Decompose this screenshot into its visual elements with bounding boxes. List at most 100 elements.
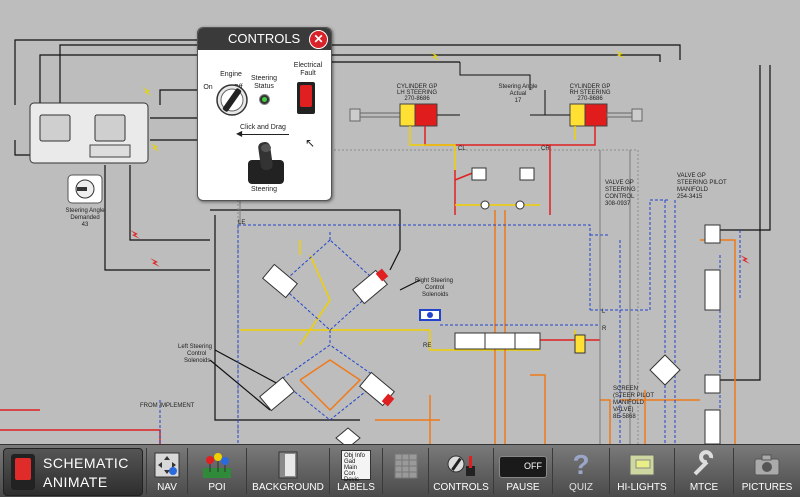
- pause-icon: OFF: [499, 456, 547, 478]
- quiz-button[interactable]: ? QUIZ: [552, 448, 609, 494]
- right-steering-solenoid-bottom: [359, 371, 395, 407]
- right-steering-solenoid-top: [352, 268, 389, 305]
- valve-control-l1: VALVE GP: [605, 180, 634, 186]
- engine-on-label: On: [203, 84, 213, 91]
- cyl-rh-l3: 270-8686: [577, 96, 603, 102]
- cyl-lh-l3: 270-8686: [404, 96, 430, 102]
- labels-button[interactable]: Obj Info Gad Main Con Devic LABELS: [329, 448, 382, 494]
- cyl-rh-l2: RH STEERING: [569, 90, 610, 96]
- electrical-fault-label-1: Electrical: [293, 62, 323, 69]
- drag-arrow-icon: [239, 134, 289, 135]
- steering-status-label-1: Steering: [250, 75, 278, 82]
- angle-demanded-l1: Steering Angle: [65, 208, 105, 214]
- controls-button[interactable]: CONTROLS: [428, 448, 493, 494]
- click-and-drag-label: Click and Drag: [240, 124, 286, 131]
- mtce-button[interactable]: MTCE: [674, 448, 733, 494]
- quiz-label: QUIZ: [569, 482, 593, 493]
- labels-icon: Obj Info Gad Main Con Devic: [341, 450, 371, 483]
- background-icon: [278, 451, 298, 479]
- le-label: LE: [238, 220, 245, 226]
- bottom-toolbar: SCHEMATIC ANIMATE NAV POI BACKGROUND Obj…: [0, 444, 800, 497]
- screen-l2: (STEER PILOT: [613, 393, 654, 399]
- cr-label: CR: [541, 146, 550, 152]
- mode-label-animate: ANIMATE: [43, 474, 108, 490]
- left-sol-l2: Control: [187, 351, 206, 357]
- right-sol-l3: Solenoids: [422, 292, 448, 298]
- steering-status-indicator: [259, 94, 270, 105]
- cylinder-lh: [349, 103, 438, 127]
- controls-label: CONTROLS: [433, 482, 489, 493]
- background-button[interactable]: BACKGROUND: [246, 448, 329, 494]
- grid-button[interactable]: [382, 448, 428, 494]
- right-sol-l2: Control: [425, 285, 444, 291]
- labels-label: LABELS: [337, 482, 375, 493]
- cursor-icon: ↖: [305, 136, 316, 150]
- nav-label: NAV: [157, 482, 177, 493]
- mtce-label: MTCE: [689, 482, 719, 493]
- angle-actual-l1: Steering Angle: [498, 84, 538, 90]
- wrench-icon: [693, 450, 714, 476]
- ecm-module: [29, 102, 149, 164]
- screen-l3: MANIFOLD: [613, 400, 645, 406]
- pictures-button[interactable]: PICTURES: [733, 448, 800, 494]
- background-label: BACKGROUND: [252, 482, 324, 493]
- electrical-fault-switch[interactable]: [297, 82, 315, 114]
- grid-icon: [394, 453, 417, 479]
- re-label: RE: [423, 343, 431, 349]
- cyl-rh-l1: CYLINDER GP: [570, 84, 611, 90]
- mode-switch-icon: [11, 454, 35, 490]
- quiz-icon: ?: [572, 449, 590, 480]
- pause-button[interactable]: OFF PAUSE: [493, 448, 552, 494]
- left-steering-solenoid-bottom: [259, 376, 295, 412]
- screen-l5: 8E-5868: [613, 414, 636, 420]
- poi-label: POI: [208, 482, 226, 493]
- left-sol-l1: Left Steering: [178, 344, 212, 350]
- close-icon[interactable]: ✕: [309, 30, 328, 49]
- engine-key-switch[interactable]: [215, 83, 249, 117]
- steering-joystick[interactable]: [246, 140, 286, 186]
- valve-pilot-l3: MANIFOLD: [677, 187, 709, 193]
- engine-label: Engine: [220, 71, 242, 78]
- poi-icon: [203, 453, 231, 478]
- r-label: R: [602, 326, 607, 332]
- valve-control-l4: 308-0937: [605, 201, 631, 207]
- valve-control-l2: STEERING: [605, 187, 636, 193]
- nav-icon: [154, 452, 180, 478]
- highlights-icon: [629, 454, 655, 476]
- right-sol-l1: Right Steering: [415, 278, 453, 284]
- steering-status-label-2: Status: [254, 83, 274, 90]
- angle-demanded-l3: 43: [82, 222, 89, 228]
- nav-button[interactable]: NAV: [146, 448, 187, 494]
- angle-actual-l3: 17: [515, 98, 522, 104]
- electrical-fault-label-2: Fault: [300, 70, 316, 77]
- left-sol-l3: Solenoids: [184, 358, 210, 364]
- controls-icon: [447, 455, 475, 476]
- screen-l4: VALVE): [613, 407, 633, 413]
- l-label: L: [602, 309, 606, 315]
- camera-icon: [754, 454, 780, 476]
- valve-pilot-l4: 254-3415: [677, 194, 703, 200]
- mode-label-schematic: SCHEMATIC: [43, 455, 129, 471]
- screen-l1: SCREEN: [613, 386, 638, 392]
- cyl-lh-l1: CYLINDER GP: [397, 84, 438, 90]
- steering-label: Steering: [250, 186, 278, 193]
- highlights-label: HI-LIGHTS: [617, 482, 667, 493]
- pause-label: PAUSE: [506, 482, 540, 493]
- schematic-animate-toggle[interactable]: SCHEMATIC ANIMATE: [3, 448, 143, 496]
- controls-header: CONTROLS ✕: [198, 28, 331, 50]
- controls-panel: CONTROLS ✕ Engine On Off Steering Status…: [197, 27, 332, 201]
- poi-button[interactable]: POI: [187, 448, 246, 494]
- signal-flash-markers: [142, 50, 625, 152]
- pictures-label: PICTURES: [741, 482, 793, 493]
- angle-actual-l2: Actual: [510, 91, 527, 97]
- steering-control-valve: [419, 309, 586, 354]
- valve-pilot-l2: STEERING PILOT: [677, 180, 727, 186]
- valve-control-l3: CONTROL: [605, 194, 635, 200]
- angle-demanded-l2: Demanded: [70, 215, 99, 221]
- left-steering-solenoid-top: [262, 263, 298, 299]
- controls-title: CONTROLS: [228, 31, 301, 46]
- highlights-button[interactable]: HI-LIGHTS: [609, 448, 674, 494]
- pause-off-badge: OFF: [524, 461, 542, 471]
- cyl-lh-l2: LH STEERING: [397, 90, 437, 96]
